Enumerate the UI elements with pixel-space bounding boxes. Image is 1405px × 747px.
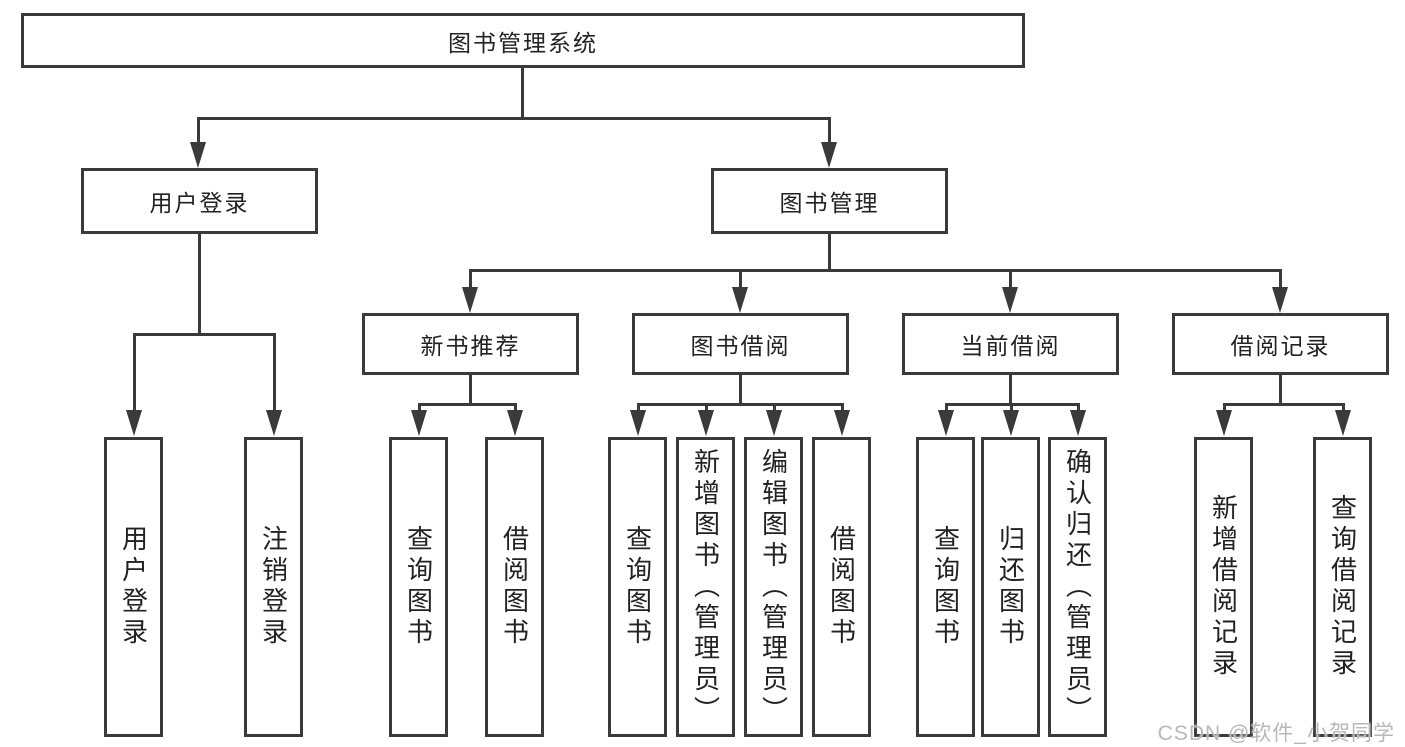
- arrowhead-to-new-books: [462, 287, 478, 313]
- leaf-borrow-books-borrowing-label: 借阅图书: [826, 525, 857, 649]
- leaf-query-books-current-label: 查询图书: [930, 525, 961, 649]
- connector-borrowing-stem: [739, 375, 742, 406]
- connector-leaf-g4-2: [1010, 403, 1013, 413]
- connector-leaf-g5-1: [1223, 403, 1226, 413]
- connector-to-login-leaf: [133, 333, 136, 412]
- leaf-add-borrow-record: 新增借阅记录: [1194, 437, 1253, 737]
- leaf-add-books-admin-label: 新增图书（管理员）: [690, 447, 721, 727]
- node-new-book-recommend: 新书推荐: [362, 313, 579, 375]
- connector-to-user-login: [197, 117, 200, 145]
- arrowhead-leaf-g3-4: [834, 410, 850, 436]
- csdn-watermark: CSDN @软件_小贺同学: [1157, 722, 1395, 745]
- connector-root-branch: [197, 117, 831, 120]
- node-book-borrowing: 图书借阅: [632, 313, 849, 375]
- connector-to-logout-leaf: [273, 333, 276, 412]
- leaf-borrow-books-recommend: 借阅图书: [485, 437, 544, 737]
- leaf-query-books-recommend-label: 查询图书: [403, 525, 434, 649]
- leaf-confirm-return-admin: 确认归还（管理员）: [1048, 437, 1107, 737]
- connector-user-login-branch: [133, 333, 275, 336]
- leaf-confirm-return-admin-label: 确认归还（管理员）: [1062, 447, 1093, 727]
- arrowhead-to-user-login: [190, 142, 206, 168]
- arrowhead-leaf-g4-1: [938, 410, 954, 436]
- connector-current-stem: [1009, 375, 1012, 406]
- connector-to-borrowing: [739, 269, 742, 291]
- leaf-query-borrow-record: 查询借阅记录: [1313, 437, 1372, 737]
- leaf-return-books: 归还图书: [981, 437, 1040, 737]
- node-new-book-recommend-label: 新书推荐: [420, 333, 521, 359]
- connector-book-mgmt-stem: [828, 234, 831, 272]
- arrowhead-leaf-g5-1: [1216, 410, 1232, 436]
- connector-leaf-g3-4: [841, 403, 844, 413]
- connector-records-branch: [1223, 403, 1344, 406]
- connector-leaf-g4-1: [945, 403, 948, 413]
- connector-new-books-branch: [418, 403, 516, 406]
- arrowhead-to-logout-leaf: [266, 410, 282, 436]
- node-book-borrowing-label: 图书借阅: [690, 333, 791, 359]
- arrowhead-leaf-g2-2: [507, 410, 523, 436]
- node-current-borrowing-label: 当前借阅: [960, 333, 1061, 359]
- connector-new-books-stem: [469, 375, 472, 406]
- arrowhead-to-records: [1272, 287, 1288, 313]
- node-book-management: 图书管理: [711, 168, 948, 234]
- node-root-label: 图书管理系统: [448, 29, 598, 56]
- connector-leaf-g5-2: [1342, 403, 1345, 413]
- leaf-add-borrow-record-label: 新增借阅记录: [1208, 494, 1239, 680]
- node-borrowing-records: 借阅记录: [1172, 313, 1389, 375]
- arrowhead-to-book-mgmt: [821, 142, 837, 168]
- arrowhead-leaf-g2-1: [411, 410, 427, 436]
- node-user-login-label: 用户登录: [149, 190, 250, 216]
- leaf-logout-label: 注销登录: [258, 525, 289, 649]
- connector-user-login-stem: [198, 234, 201, 336]
- leaf-edit-books-admin-label: 编辑图书（管理员）: [758, 447, 789, 727]
- connector-leaf-g3-3: [773, 403, 776, 413]
- leaf-borrow-books-recommend-label: 借阅图书: [499, 525, 530, 649]
- arrowhead-leaf-g4-2: [1003, 410, 1019, 436]
- connector-leaf-g2-2: [514, 403, 517, 413]
- leaf-logout: 注销登录: [244, 437, 303, 737]
- node-borrowing-records-label: 借阅记录: [1230, 333, 1331, 359]
- connector-book-mgmt-branch: [469, 269, 1281, 272]
- connector-borrowing-branch: [637, 403, 843, 406]
- node-current-borrowing: 当前借阅: [902, 313, 1119, 375]
- leaf-query-books-borrowing: 查询图书: [608, 437, 667, 737]
- leaf-add-books-admin: 新增图书（管理员）: [676, 437, 735, 737]
- arrowhead-to-current: [1002, 287, 1018, 313]
- leaf-query-borrow-record-label: 查询借阅记录: [1327, 494, 1358, 680]
- leaf-return-books-label: 归还图书: [995, 525, 1026, 649]
- connector-to-new-books: [469, 269, 472, 291]
- connector-leaf-g3-1: [637, 403, 640, 413]
- arrowhead-leaf-g4-3: [1070, 410, 1086, 436]
- leaf-borrow-books-borrowing: 借阅图书: [812, 437, 871, 737]
- connector-leaf-g3-2: [705, 403, 708, 413]
- arrowhead-leaf-g5-2: [1335, 410, 1351, 436]
- node-user-login: 用户登录: [81, 168, 318, 234]
- connector-records-stem: [1279, 375, 1282, 406]
- connector-leaf-g4-3: [1077, 403, 1080, 413]
- node-book-management-label: 图书管理: [779, 190, 880, 216]
- leaf-user-login: 用户登录: [104, 437, 163, 737]
- leaf-query-books-borrowing-label: 查询图书: [622, 525, 653, 649]
- arrowhead-leaf-g3-1: [630, 410, 646, 436]
- arrowhead-to-borrowing: [732, 287, 748, 313]
- connector-root-stem: [521, 68, 524, 118]
- leaf-edit-books-admin: 编辑图书（管理员）: [744, 437, 803, 737]
- leaf-user-login-label: 用户登录: [118, 525, 149, 649]
- connector-to-current: [1009, 269, 1012, 291]
- connector-to-book-mgmt: [828, 117, 831, 145]
- node-root: 图书管理系统: [21, 13, 1025, 68]
- connector-leaf-g2-1: [418, 403, 421, 413]
- leaf-query-books-recommend: 查询图书: [389, 437, 448, 737]
- arrowhead-leaf-g3-2: [698, 410, 714, 436]
- connector-to-records: [1279, 269, 1282, 291]
- arrowhead-to-login-leaf: [126, 410, 142, 436]
- leaf-query-books-current: 查询图书: [916, 437, 975, 737]
- arrowhead-leaf-g3-3: [766, 410, 782, 436]
